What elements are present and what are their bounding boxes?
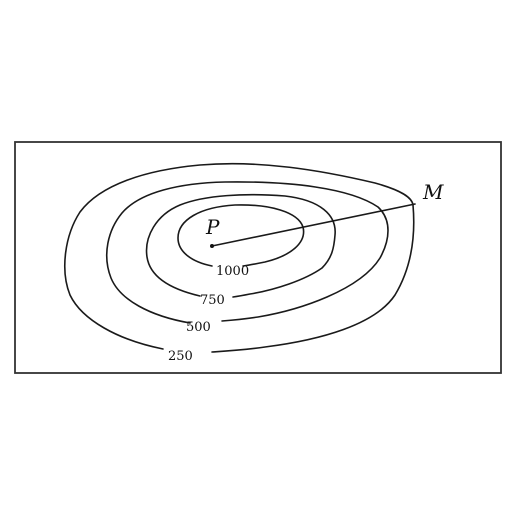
contour-label-750: 750	[200, 293, 225, 308]
contour-line-500	[105, 181, 389, 324]
line-p-to-m	[211, 203, 416, 247]
contour-line-1000	[177, 204, 305, 267]
contour-label-500: 500	[186, 320, 211, 335]
contour-line-250	[64, 162, 415, 353]
contour-line-750	[145, 193, 336, 298]
point-m-label: M	[422, 180, 444, 204]
contour-label-1000: 1000	[216, 264, 249, 279]
contour-label-250: 250	[168, 349, 193, 364]
map-frame	[14, 141, 502, 374]
point-p-label: P	[205, 215, 220, 239]
point-p-dot	[210, 244, 214, 248]
